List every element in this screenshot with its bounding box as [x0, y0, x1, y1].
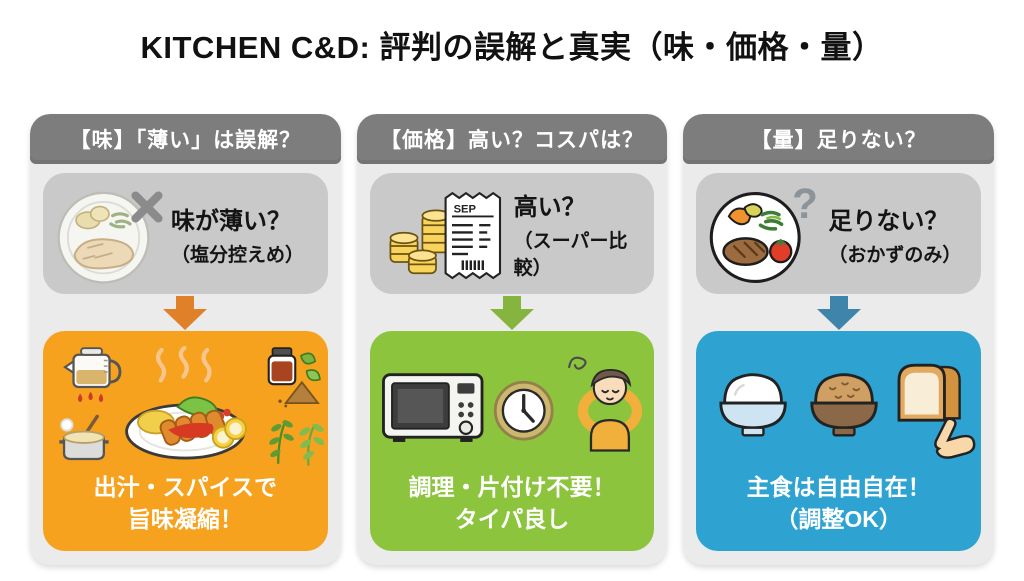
herbs-icon: [269, 419, 324, 466]
price-column-header: 【価格】高い？コスパは？: [356, 114, 668, 164]
price-down-arrow: [357, 294, 668, 331]
volume-down-arrow: [683, 294, 994, 331]
price-answer-box: 調理・片付け不要！ タイパ良し: [369, 330, 655, 551]
spice-jar-icon: [267, 346, 321, 407]
relaxed-person-icon: [567, 356, 642, 452]
volume-question-box: ? 足りない？ （おかずのみ）: [696, 172, 982, 295]
taste-down-arrow: [30, 294, 341, 331]
taste-answer-box: 出汁・スパイスで 旨味凝縮！: [43, 330, 328, 551]
plate-hot-meal-icon: [125, 345, 247, 460]
taste-column-header: 【味】「薄い」は誤解？: [30, 114, 341, 164]
question-mark: ?: [792, 181, 818, 227]
bread-select-icon: [897, 363, 976, 459]
price-answer-illustration: [374, 339, 651, 471]
soup-pot-icon: [59, 414, 109, 460]
volume-column-header: 【量】足りない？: [683, 114, 995, 164]
page-title: KITCHEN C&D: 評判の誤解と真実（味・価格・量）: [140, 30, 884, 65]
price-question-text: 高い？ （スーパー比較）: [513, 194, 628, 279]
columns-row: 【味】「薄い」は誤解？: [30, 114, 995, 565]
receipt-month-label: SEP: [453, 203, 476, 215]
volume-answer-box: 主食は自由自在！ （調整OK）: [696, 330, 982, 551]
x-mark-icon: [131, 190, 163, 223]
taste-column: 【味】「薄い」は誤解？: [30, 114, 341, 565]
volume-answer-illustration: [700, 339, 977, 471]
white-rice-bowl-icon: [719, 372, 788, 437]
volume-column: 【量】足りない？ ?: [683, 114, 995, 565]
pointing-hand-icon: [934, 417, 976, 459]
price-question-box: SEP: [369, 172, 655, 295]
volume-question-text: 足りない？ （おかずのみ）: [828, 207, 962, 266]
price-column: 【価格】高い？コスパは？ SEP: [356, 114, 668, 565]
taste-question-box: 味が薄い？ （塩分控えめ）: [43, 172, 328, 295]
volume-answer-text: 主食は自由自在！ （調整OK）: [746, 473, 931, 532]
taste-answer-text: 出汁・スパイスで 旨味凝縮！: [93, 473, 277, 532]
okazu-plate-with-question-icon: ?: [706, 181, 822, 287]
price-answer-text: 調理・片付け不要！ タイパ良し: [408, 473, 616, 532]
brown-rice-bowl-icon: [810, 372, 879, 437]
coins-and-receipt-icon: SEP: [380, 184, 508, 284]
plain-meal-plate-with-x-icon: [53, 180, 165, 288]
taste-question-text: 味が薄い？ （塩分控えめ）: [171, 207, 305, 266]
clock-icon: [493, 380, 554, 441]
microwave-icon: [381, 372, 484, 442]
dashi-kettle-icon: [63, 346, 122, 402]
taste-answer-illustration: [47, 339, 324, 471]
